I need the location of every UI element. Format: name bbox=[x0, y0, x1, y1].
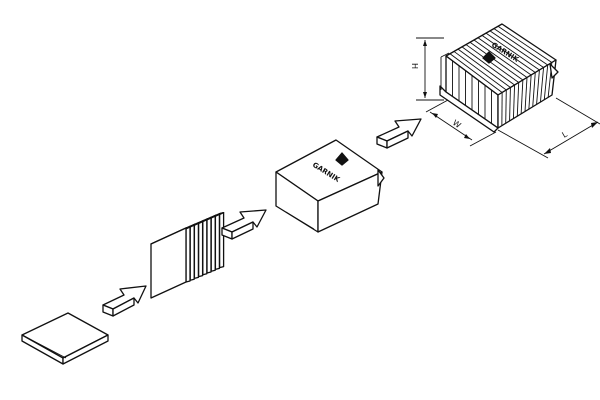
assembled-filter: GARNIK H W L bbox=[410, 23, 600, 159]
filter-pleat-line bbox=[473, 39, 528, 78]
filter-pleat-line bbox=[453, 51, 507, 91]
arrow-2 bbox=[221, 209, 267, 240]
pleat-layer bbox=[218, 211, 225, 269]
pleat-layer bbox=[206, 217, 212, 274]
filter-side-pleat bbox=[532, 72, 536, 107]
filter-pleat-line bbox=[449, 53, 503, 93]
filter-side-pleat bbox=[543, 64, 549, 100]
flat-sheet bbox=[21, 312, 109, 365]
filter-pleat-line bbox=[497, 25, 553, 63]
filter-side-pleat bbox=[520, 79, 524, 114]
filter-pleat-line bbox=[461, 46, 515, 86]
dimension-length: L bbox=[497, 97, 600, 159]
width-label: W bbox=[451, 118, 463, 130]
dimension-width: W bbox=[425, 99, 497, 147]
frame-box: GARNIK bbox=[275, 139, 385, 233]
filter-side-pleat bbox=[512, 84, 516, 119]
filter-side-pleat bbox=[539, 67, 545, 103]
filter-pleat-line bbox=[481, 35, 536, 73]
filter-pleat-line bbox=[469, 41, 524, 81]
filter-pleat-line bbox=[457, 48, 511, 88]
filter-side-pleat bbox=[516, 82, 520, 117]
filter-pleat-line bbox=[485, 32, 540, 71]
pleat-layer bbox=[210, 215, 216, 272]
filter-side-pleat bbox=[524, 77, 528, 112]
filter-pleat-line bbox=[477, 37, 532, 76]
pleat-layer bbox=[193, 222, 200, 280]
filter-side-pleat bbox=[536, 69, 540, 105]
filter-pleat-line bbox=[489, 30, 544, 68]
filter-side-pleat bbox=[505, 89, 507, 124]
filter-side-pleat bbox=[509, 87, 511, 121]
pleated-pack bbox=[150, 211, 225, 299]
height-label: H bbox=[410, 63, 419, 69]
pleat-layer bbox=[197, 220, 204, 278]
pleat-layer bbox=[214, 213, 221, 271]
filter-pleat-line bbox=[493, 28, 548, 66]
pleat-layer bbox=[189, 224, 195, 281]
filter-side-pleat bbox=[528, 74, 532, 110]
length-label: L bbox=[561, 129, 570, 139]
arrow-3 bbox=[376, 118, 422, 149]
filter-pleat-line bbox=[465, 44, 519, 83]
dimension-height: H bbox=[410, 37, 444, 101]
arrow-1 bbox=[102, 285, 147, 317]
pleat-layer bbox=[202, 219, 208, 276]
